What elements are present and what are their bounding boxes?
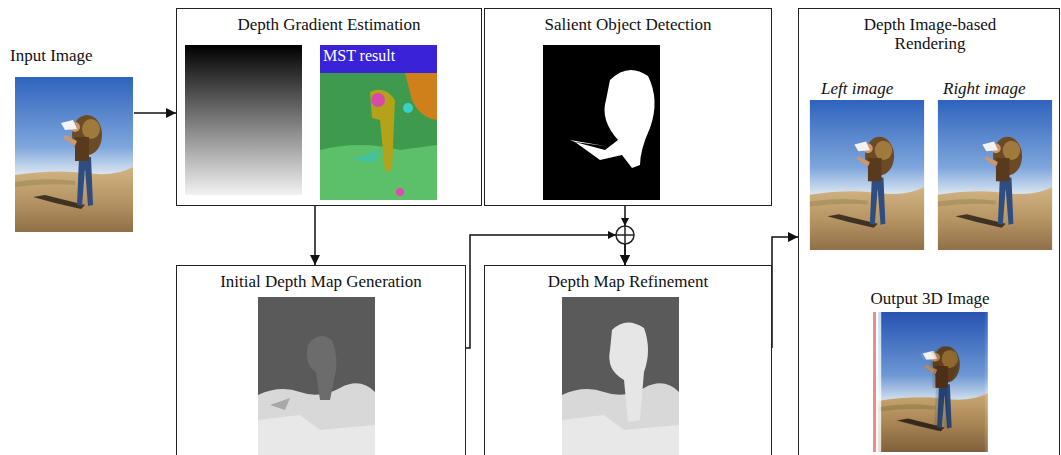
flow-arrow bbox=[466, 235, 625, 348]
input-image: Input Image bbox=[6, 42, 136, 234]
flow-arrow bbox=[772, 237, 798, 348]
box-title: Depth Map Refinement bbox=[485, 272, 771, 291]
junction-arrowhead bbox=[621, 218, 629, 226]
box-title: Depth Image-based Rendering bbox=[840, 15, 1020, 53]
image-caption: Output 3D Image bbox=[840, 289, 1020, 308]
box-title: Salient Object Detection bbox=[485, 15, 771, 34]
process-box: Depth Gradient Estimation bbox=[176, 8, 482, 206]
image-label: MST result bbox=[323, 47, 395, 65]
process-box: Depth Image-based RenderingLeft image Rig… bbox=[798, 8, 1060, 455]
image-caption: Left image bbox=[821, 79, 893, 98]
process-box: Salient Object Detection bbox=[484, 8, 772, 206]
flow-arrow bbox=[624, 206, 626, 265]
flow-arrow bbox=[314, 206, 316, 265]
flow-arrow bbox=[134, 112, 176, 114]
junction-arrowhead bbox=[608, 231, 616, 239]
box-title: Depth Gradient Estimation bbox=[177, 15, 481, 34]
box-title: Initial Depth Map Generation bbox=[177, 272, 465, 291]
process-box: Initial Depth Map Generation bbox=[176, 265, 466, 455]
process-box: Depth Map Refinement bbox=[484, 265, 772, 455]
box-title: Input Image bbox=[10, 46, 93, 65]
image-caption: Right image bbox=[943, 79, 1026, 98]
